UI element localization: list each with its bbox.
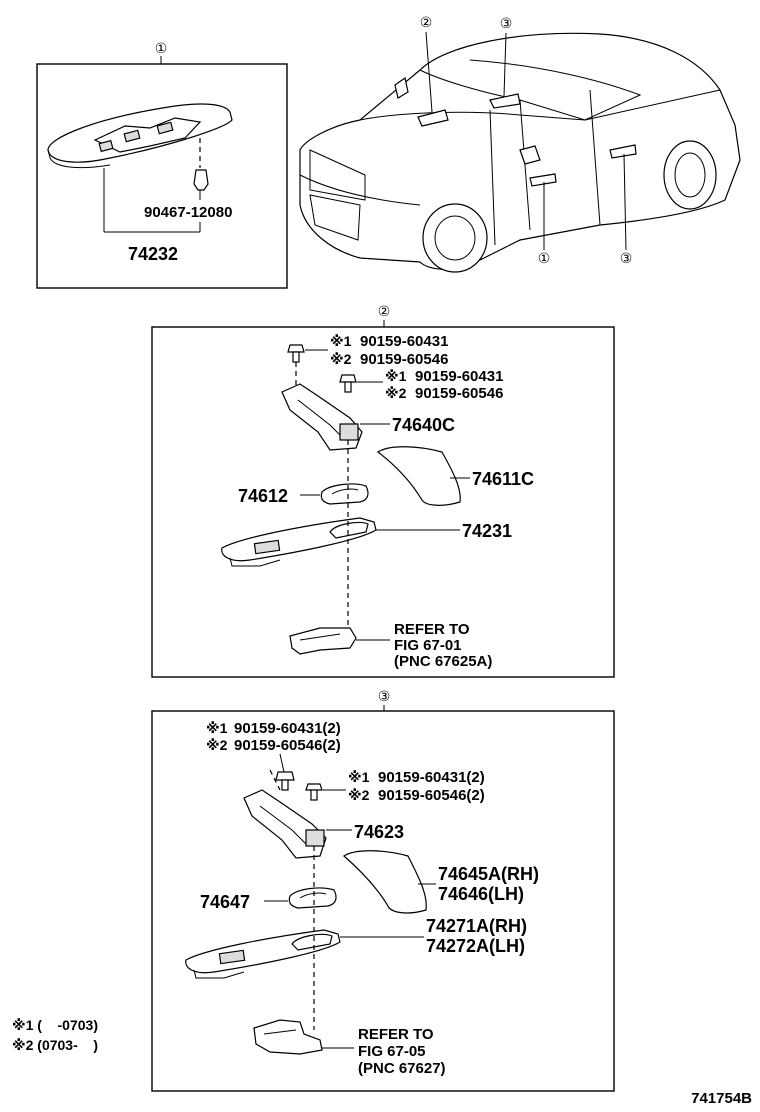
screw-3b — [305, 783, 323, 801]
part-number-bracket-3: 74623 — [354, 822, 404, 842]
power-window-switch-panel-1 — [47, 103, 233, 169]
screw2-2a-number: 90159-60431 — [415, 368, 503, 385]
part-number-clip-1: 90467-12080 — [144, 204, 232, 221]
screw-3a — [275, 771, 295, 791]
box-1-frame — [36, 63, 288, 289]
screw-3a-dash — [269, 769, 281, 791]
part-number-bracket-2: 74640C — [392, 415, 455, 435]
handle-bracket-2 — [281, 383, 363, 451]
screw-2a-number: 90159-60431 — [360, 333, 448, 350]
refer-2-line1: REFER TO — [394, 621, 470, 638]
refer-2-line2: FIG 67-01 — [394, 637, 462, 654]
part-number-cover-3-rh: 74645A(RH) — [438, 864, 539, 884]
screw2-3a-number: 90159-60431(2) — [378, 769, 485, 786]
legend-line-2: ※2 (0703- ) — [12, 1037, 98, 1053]
callout-3-car-top-leader — [503, 32, 507, 97]
part-number-panel-1: 74232 — [128, 244, 178, 264]
screw2-2a-mark: ※1 — [385, 368, 407, 384]
callout-3-box: ③ — [378, 688, 391, 704]
box-2-frame — [151, 326, 615, 678]
clip-1 — [193, 169, 209, 191]
callout-2-car: ② — [420, 14, 433, 30]
screw-3a-mark: ※1 — [206, 720, 228, 736]
screw2-3a-mark: ※1 — [348, 769, 370, 785]
car-illustration — [299, 32, 741, 273]
screw-2b-number: 90159-60546 — [360, 351, 448, 368]
screw-3b-number: 90159-60546(2) — [234, 737, 341, 754]
screw2-3b-number: 90159-60546(2) — [378, 787, 485, 804]
handle-bezel-3 — [288, 887, 337, 909]
handle-bezel-2 — [320, 483, 369, 505]
callout-1-top: ① — [155, 40, 168, 56]
screw-2b-mark: ※2 — [330, 351, 352, 367]
handle-cover-2 — [376, 446, 461, 506]
callout-3-car-top: ③ — [500, 15, 513, 31]
mount-bracket-2 — [289, 627, 357, 655]
callout-3-car-bottom: ③ — [620, 250, 633, 266]
screw-2b — [339, 374, 357, 393]
callout-2-box: ② — [378, 303, 391, 319]
refer-2-line3: (PNC 67625A) — [394, 653, 492, 670]
legend-line-1: ※1 ( -0703) — [12, 1017, 98, 1033]
screw-2a — [287, 344, 305, 363]
part-number-cover-2: 74611C — [472, 469, 534, 489]
part-number-panel-3-lh: 74272A(LH) — [426, 936, 525, 956]
screw-3a-number: 90159-60431(2) — [234, 720, 341, 737]
screw-2a-mark: ※1 — [330, 333, 352, 349]
screw-3b-mark: ※2 — [206, 737, 228, 753]
screw2-2b-mark: ※2 — [385, 385, 407, 401]
refer-3-line2: FIG 67-05 — [358, 1043, 426, 1060]
callout-3-car-bottom-leader — [623, 153, 627, 251]
screw2-3b-mark: ※2 — [348, 787, 370, 803]
figure-id: 741754B — [691, 1090, 752, 1107]
screw-3a-leader — [279, 753, 285, 773]
handle-cover-3 — [343, 850, 427, 914]
part-number-bezel-2: 74612 — [238, 486, 288, 506]
part-number-bezel-3: 74647 — [200, 892, 250, 912]
refer-3-line1: REFER TO — [358, 1026, 434, 1043]
callout-2-car-leader — [425, 31, 433, 113]
mount-bracket-3 — [253, 1019, 323, 1055]
part-number-cover-3-lh: 74646(LH) — [438, 884, 524, 904]
switch-panel-3 — [185, 929, 341, 979]
screw2-2b-number: 90159-60546 — [415, 385, 503, 402]
refer-3-line3: (PNC 67627) — [358, 1060, 446, 1077]
handle-bracket-3 — [243, 789, 327, 859]
callout-1-car: ① — [538, 250, 551, 266]
switch-panel-2 — [221, 517, 377, 567]
part-number-panel-2: 74231 — [462, 521, 512, 541]
part-number-panel-3-rh: 74271A(RH) — [426, 916, 527, 936]
box-3-frame — [151, 710, 615, 1092]
